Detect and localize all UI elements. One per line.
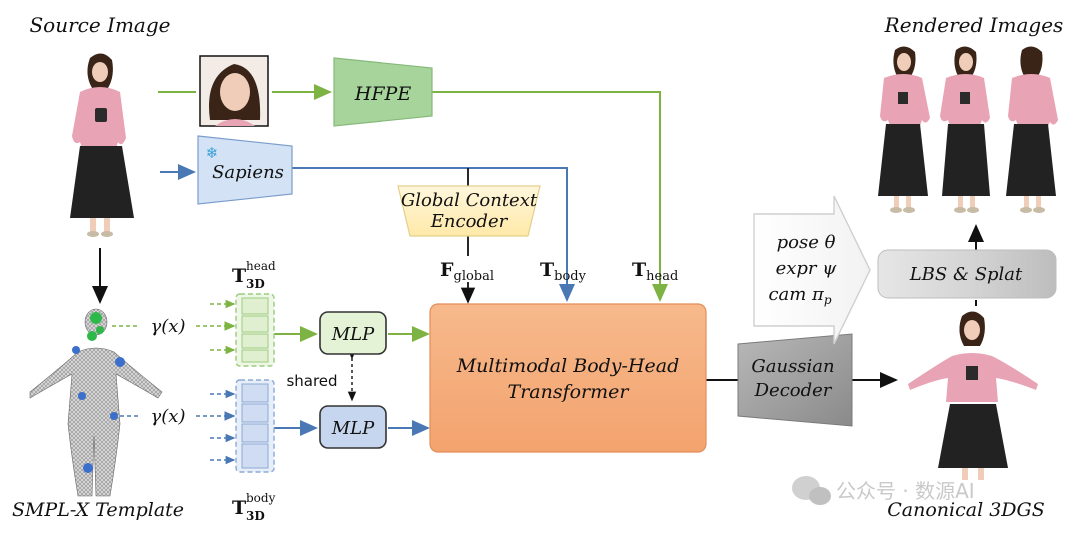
lbs-splat-label: LBS & Splat xyxy=(909,264,1023,285)
gaussian-label-2: Decoder xyxy=(754,380,833,401)
parameters-arrow-shape xyxy=(753,195,871,345)
mlp-bottom-label: MLP xyxy=(331,418,375,439)
mlp-top-label: MLP xyxy=(331,324,375,345)
transformer-block xyxy=(429,303,707,453)
canonical-3dgs-figure xyxy=(908,311,1038,480)
face-crop-image xyxy=(199,55,269,127)
expr-label: expr ψ xyxy=(776,258,838,279)
sapiens-block xyxy=(197,135,293,205)
smplx-template-label: SMPL-X Template xyxy=(12,499,184,521)
source-person-figure xyxy=(70,53,134,237)
t3d-body-sup: body xyxy=(246,491,276,505)
t-body-symbol: Tbody xyxy=(540,259,587,284)
gaussian-decoder-block xyxy=(737,333,853,427)
hfpe-block xyxy=(333,57,433,127)
lbs-splat-block xyxy=(877,249,1057,299)
rendered-person-3 xyxy=(1006,46,1058,213)
mlp-body-block xyxy=(319,405,387,449)
head-token-stack xyxy=(235,293,275,367)
t3d-head-sub: 3D xyxy=(246,277,265,291)
rendered-person-2 xyxy=(940,46,990,213)
watermark-text: 公众号 · 数源AI xyxy=(836,479,975,503)
t3d-body-sub: 3D xyxy=(246,509,265,523)
transformer-label-2: Transformer xyxy=(508,381,631,403)
t3d-body-symbol: T xyxy=(232,497,246,519)
hfpe-label: HFPE xyxy=(354,83,412,105)
f-global-symbol: Fglobal xyxy=(440,259,494,284)
source-image-label: Source Image xyxy=(29,13,170,37)
global-context-label-1: Global Context xyxy=(401,190,538,211)
t3d-head-symbol: T xyxy=(232,265,246,287)
canonical-3dgs-label: Canonical 3DGS xyxy=(887,499,1044,521)
t-head-symbol: Thead xyxy=(632,259,678,284)
gamma-bottom-label: γ(x) xyxy=(151,406,186,427)
gaussian-label-1: Gaussian xyxy=(751,356,834,377)
smplx-mesh-figure xyxy=(29,308,163,497)
rendered-person-1 xyxy=(878,46,930,213)
wechat-icon xyxy=(792,476,831,505)
shared-label: shared xyxy=(286,372,337,390)
cam-label: cam πp xyxy=(768,284,831,307)
t3d-head-sup: head xyxy=(246,259,276,273)
mlp-head-block xyxy=(319,311,387,355)
global-context-encoder-block xyxy=(397,185,541,237)
rendered-images-label: Rendered Images xyxy=(884,13,1064,37)
arrow-sapiens-to-transformer xyxy=(292,167,575,302)
snowflake-icon: ❄ xyxy=(206,144,219,162)
pose-label: pose θ xyxy=(777,232,836,253)
global-context-label-2: Encoder xyxy=(430,211,509,232)
sapiens-label: Sapiens xyxy=(212,162,284,183)
transformer-label-1: Multimodal Body-Head xyxy=(456,355,680,377)
gamma-top-label: γ(x) xyxy=(151,316,186,337)
body-token-stack xyxy=(235,379,275,473)
arrow-hfpe-to-transformer xyxy=(432,91,668,302)
